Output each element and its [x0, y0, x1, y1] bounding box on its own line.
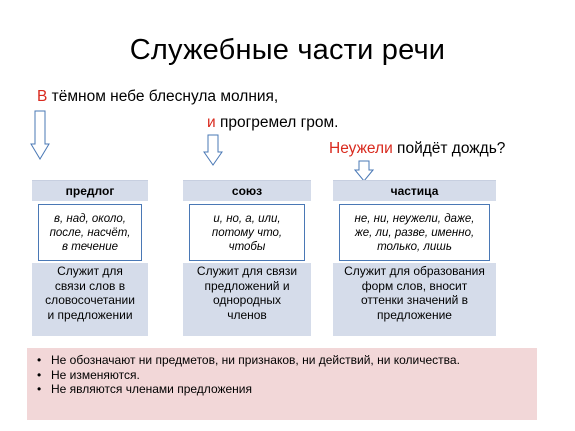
properties-list: Не обозначают ни предметов, ни признаков…: [27, 348, 537, 397]
sentence-1: В тёмном небе блеснула молния,: [37, 88, 278, 106]
sentence-2: и прогремел гром.: [207, 114, 338, 132]
sentence-3: Неужели пойдёт дождь?: [329, 140, 505, 158]
sentence-1-highlight: В: [37, 88, 48, 105]
arrow-down-icon-1: [30, 110, 50, 160]
column-description: Служит для связи предложений и однородны…: [183, 263, 311, 336]
column-examples: в, над, около, после, насчёт, в течение: [38, 204, 142, 261]
column-particle: частица не, ни, неужели, даже, же, ли, р…: [333, 180, 496, 336]
arrow-down-icon-2: [203, 134, 223, 166]
column-header: союз: [183, 180, 311, 201]
slide-title: Служебные части речи: [129, 34, 446, 66]
column-examples: не, ни, неужели, даже, же, ли, разве, им…: [339, 204, 490, 261]
properties-panel: Не обозначают ни предметов, ни признаков…: [27, 348, 537, 420]
sentence-3-highlight: Неужели: [329, 140, 393, 157]
arrow-down-icon-3: [354, 160, 374, 182]
list-item: Не изменяются.: [37, 368, 527, 383]
column-conjunction: союз и, но, а, или, потому что, чтобы Сл…: [183, 180, 311, 336]
sentence-3-text: пойдёт дождь?: [392, 140, 506, 157]
column-description: Служит для связи слов в словосочетании и…: [32, 263, 148, 336]
column-examples: и, но, а, или, потому что, чтобы: [189, 204, 305, 261]
column-description: Служит для образования форм слов, вносит…: [333, 263, 496, 336]
column-header: частица: [333, 180, 496, 201]
list-item: Не обозначают ни предметов, ни признаков…: [37, 353, 527, 368]
column-preposition: предлог в, над, около, после, насчёт, в …: [32, 180, 148, 336]
sentence-1-text: тёмном небе блеснула молния,: [47, 88, 279, 105]
sentence-2-highlight: и: [207, 114, 216, 131]
column-header: предлог: [32, 180, 148, 201]
list-item: Не являются членами предложения: [37, 382, 527, 397]
sentence-2-text: прогремел гром.: [215, 114, 339, 131]
